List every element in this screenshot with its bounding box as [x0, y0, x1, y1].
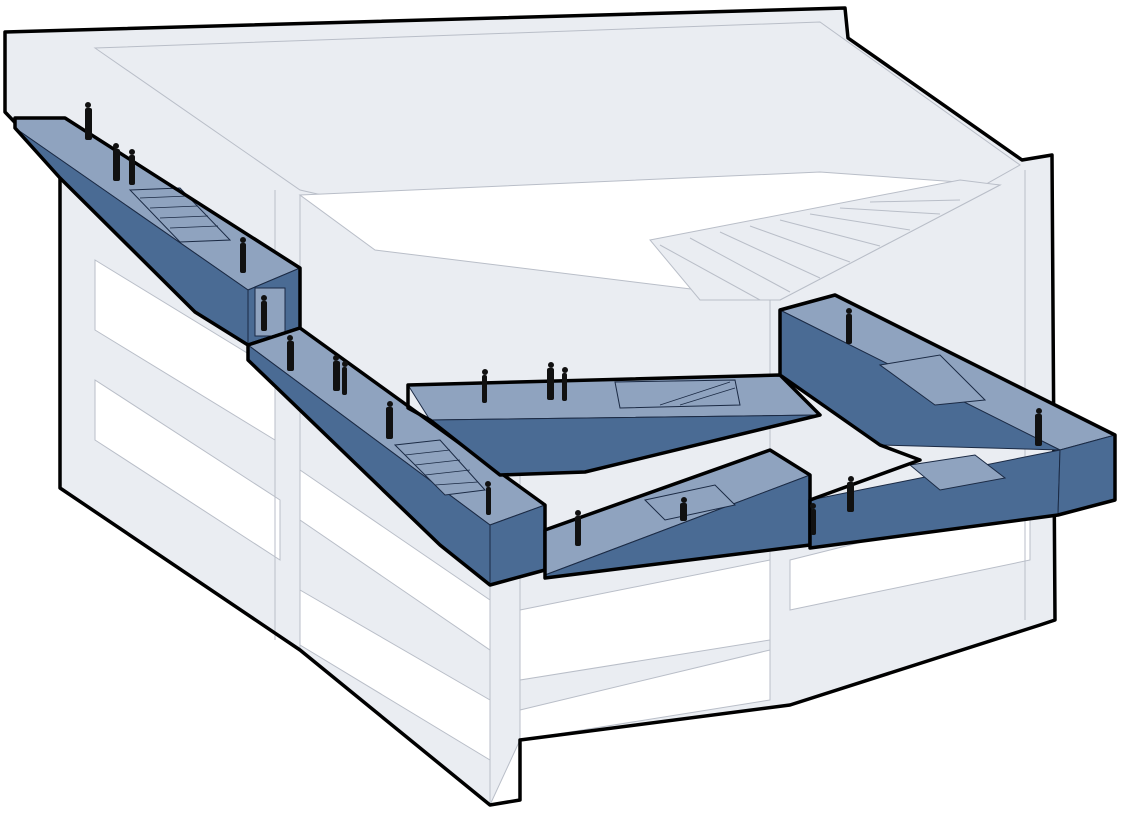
stairs — [404, 449, 479, 486]
person — [482, 369, 488, 403]
bridge-front-center — [543, 448, 812, 580]
person — [261, 295, 267, 331]
person — [575, 510, 581, 546]
bridge-middle-left — [246, 326, 547, 587]
person — [342, 361, 348, 395]
person — [1035, 408, 1042, 446]
person — [113, 143, 120, 181]
person — [547, 362, 554, 400]
people — [85, 102, 1042, 546]
person — [240, 237, 246, 273]
person — [680, 497, 687, 521]
person — [287, 335, 294, 371]
person — [485, 481, 491, 515]
floor-band-2 — [94, 379, 281, 561]
stair-opening — [614, 379, 741, 409]
person — [846, 308, 852, 344]
bridge-right — [778, 293, 1117, 550]
doorway — [254, 287, 286, 337]
person — [810, 503, 816, 535]
stair-opening — [128, 187, 232, 243]
stair-opening — [878, 354, 987, 406]
person — [847, 476, 854, 512]
person — [85, 102, 92, 140]
person — [333, 355, 340, 391]
seating-steps — [659, 199, 961, 301]
bridge-rear — [406, 373, 822, 477]
stairs — [659, 381, 736, 406]
person — [562, 367, 568, 401]
stairs — [139, 195, 219, 229]
stair-opening — [908, 454, 1007, 491]
person — [129, 149, 135, 185]
person — [386, 401, 393, 439]
stepped-seating — [649, 179, 1002, 301]
stair-opening — [643, 484, 737, 521]
